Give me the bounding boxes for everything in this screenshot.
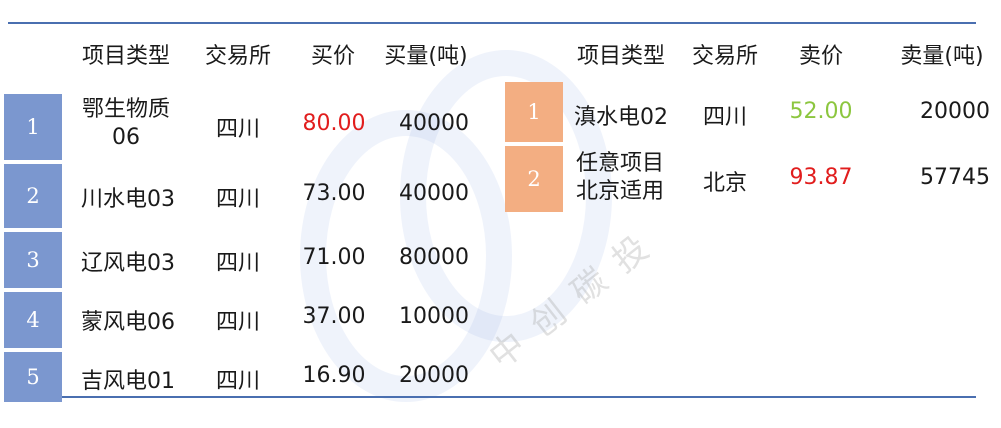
sell-header-price: 卖价	[798, 44, 843, 69]
buy-header-qty: 买量(吨)	[384, 44, 468, 69]
buy-header-project: 项目类型	[81, 44, 170, 69]
bottom-rule	[8, 396, 976, 398]
buy-row-price: 71.00	[302, 245, 366, 270]
buy-row-price: 80.00	[302, 111, 366, 136]
sell-row-project: 滇水电02	[574, 105, 668, 130]
sell-row-index: 2	[505, 146, 563, 212]
sell-row-exchange: 四川	[702, 105, 747, 130]
buy-row-qty: 80000	[399, 245, 469, 270]
buy-row-index: 2	[4, 164, 62, 228]
buy-row-exchange: 四川	[215, 310, 260, 335]
buy-row-qty: 20000	[399, 363, 469, 388]
sell-header-exchange: 交易所	[691, 44, 758, 69]
buy-row-project: 川水电03	[81, 187, 175, 212]
sell-header-qty: 卖量(吨)	[900, 44, 984, 69]
sell-row-qty: 57745	[920, 165, 990, 190]
buy-row-qty: 10000	[399, 304, 469, 329]
buy-header-price: 买价	[310, 44, 355, 69]
sell-row-price: 93.87	[789, 165, 853, 190]
buy-row-qty: 40000	[399, 111, 469, 136]
buy-row-project: 蒙风电06	[81, 310, 175, 335]
buy-row-index: 4	[4, 292, 62, 348]
buy-row-index: 5	[4, 352, 62, 402]
buy-row-project: 吉风电01	[81, 369, 175, 394]
buy-row-exchange: 四川	[215, 117, 260, 142]
sell-row-price: 52.00	[789, 99, 853, 124]
buy-row-price: 37.00	[302, 304, 366, 329]
sell-row-project: 任意项目北京适用	[575, 151, 664, 204]
sell-header-project: 项目类型	[576, 44, 665, 69]
buy-row-index: 1	[4, 94, 62, 160]
buy-row-price: 73.00	[302, 181, 366, 206]
buy-row-project: 辽风电03	[81, 251, 175, 276]
buy-row-qty: 40000	[399, 181, 469, 206]
sell-row-qty: 20000	[920, 99, 990, 124]
buy-row-price: 16.90	[302, 363, 366, 388]
sell-row-index: 1	[505, 82, 563, 142]
buy-row-exchange: 四川	[215, 251, 260, 276]
buy-row-index: 3	[4, 232, 62, 288]
top-rule	[8, 22, 976, 24]
buy-row-exchange: 四川	[215, 369, 260, 394]
buy-header-exchange: 交易所	[204, 44, 271, 69]
buy-row-project: 鄂生物质06	[81, 97, 170, 150]
buy-row-exchange: 四川	[215, 187, 260, 212]
sell-row-exchange: 北京	[702, 171, 747, 196]
